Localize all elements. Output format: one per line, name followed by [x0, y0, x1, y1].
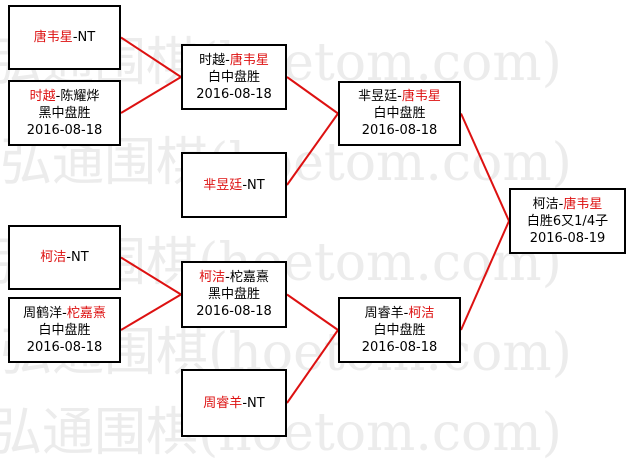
match-box-r1-4: 柯洁-NT [8, 225, 121, 290]
player-right: 唐韦星 [229, 52, 269, 68]
match-players: 芈昱廷-唐韦星 [358, 88, 441, 105]
connector-line [286, 329, 339, 404]
connector-line [286, 76, 339, 115]
player-right: 唐韦星 [563, 196, 603, 212]
match-date: 2016-08-18 [196, 304, 272, 319]
player-left: 时越 [199, 52, 226, 68]
connector-line [286, 112, 339, 186]
player-right: NT [71, 250, 89, 265]
match-box-r1-2: 时越-陈耀烨 黑中盘胜 2016-08-18 [8, 80, 121, 146]
match-result: 白中盘胜 [373, 322, 426, 338]
player-left: 周睿羊 [364, 305, 404, 321]
versus-separator: - [242, 177, 248, 193]
match-date: 2016-08-18 [361, 339, 438, 355]
match-result: 白胜6又1/4子 [526, 213, 609, 229]
versus-separator: - [55, 88, 61, 104]
match-box-r2-1: 时越-唐韦星 白中盘胜 2016-08-18 [181, 44, 287, 110]
player-left: 芈昱廷 [203, 177, 243, 193]
versus-separator: - [72, 30, 78, 45]
player-right: 柯洁 [408, 305, 435, 321]
match-players: 芈昱廷-NT [203, 177, 264, 194]
match-box-final: 柯洁-唐韦星 白胜6又1/4子 2016-08-19 [509, 188, 626, 254]
player-right: 柁嘉熹 [229, 270, 269, 285]
player-right: 陈耀烨 [60, 88, 100, 104]
versus-separator: - [397, 89, 402, 104]
match-box-r2-2: 柯洁-柁嘉熹 黑中盘胜 2016-08-18 [181, 261, 287, 328]
versus-separator: - [66, 250, 72, 265]
player-left: 柯洁 [199, 270, 226, 285]
match-box-r3-2: 周睿羊-柯洁 白中盘胜 2016-08-18 [338, 297, 461, 363]
connector-line [460, 220, 510, 331]
match-players: 时越-唐韦星 [199, 52, 269, 69]
player-left: 时越 [29, 88, 56, 104]
player-right: NT [77, 30, 96, 45]
match-date: 2016-08-18 [26, 339, 103, 355]
versus-separator: - [403, 305, 409, 321]
match-date: 2016-08-19 [529, 230, 606, 246]
match-players: 柯洁-唐韦星 [533, 196, 603, 213]
versus-separator: - [558, 196, 564, 212]
match-players: 唐韦星-NT [34, 29, 95, 46]
player-right: NT [247, 177, 265, 193]
connector-line [120, 293, 182, 331]
match-box-r1-1: 唐韦星-NT [8, 5, 121, 70]
match-players: 周睿羊-NT [203, 395, 264, 412]
match-result: 白中盘胜 [207, 69, 260, 85]
versus-separator: - [62, 305, 67, 321]
match-result: 白中盘胜 [373, 106, 426, 121]
player-left: 芈昱廷 [358, 89, 398, 104]
match-players: 柯洁-NT [40, 249, 88, 266]
match-players: 周睿羊-柯洁 [365, 305, 435, 322]
player-left: 周睿羊 [203, 395, 243, 411]
player-right: NT [247, 395, 265, 411]
connector-line [120, 256, 182, 296]
player-left: 周鹤洋 [23, 305, 63, 321]
match-result: 黑中盘胜 [38, 105, 91, 121]
match-box-r1-5: 周鹤洋-柁嘉熹 白中盘胜 2016-08-18 [8, 297, 121, 363]
bracket-connectors [120, 36, 510, 404]
player-right: 唐韦星 [401, 89, 441, 104]
player-left: 柯洁 [532, 196, 559, 212]
match-box-r3-1: 芈昱廷-唐韦星 白中盘胜 2016-08-18 [338, 81, 461, 146]
player-right: 柁嘉熹 [66, 305, 106, 321]
connector-line [120, 36, 182, 78]
connector-line [460, 113, 510, 222]
player-left: 柯洁 [40, 250, 67, 265]
match-date: 2016-08-18 [196, 86, 272, 102]
versus-separator: - [242, 395, 248, 411]
match-result: 白中盘胜 [38, 322, 91, 338]
match-box-r1-6: 周睿羊-NT [181, 369, 287, 437]
match-players: 周鹤洋-柁嘉熹 [23, 305, 106, 322]
match-result: 黑中盘胜 [207, 287, 260, 302]
match-box-r1-3: 芈昱廷-NT [181, 152, 287, 218]
match-date: 2016-08-18 [26, 122, 103, 138]
versus-separator: - [225, 52, 230, 68]
match-players: 时越-陈耀烨 [30, 88, 100, 105]
match-date: 2016-08-18 [361, 123, 438, 138]
player-left: 唐韦星 [33, 30, 73, 45]
versus-separator: - [225, 270, 230, 285]
match-players: 柯洁-柁嘉熹 [199, 269, 269, 286]
connector-line [286, 293, 339, 331]
connector-line [120, 76, 182, 114]
